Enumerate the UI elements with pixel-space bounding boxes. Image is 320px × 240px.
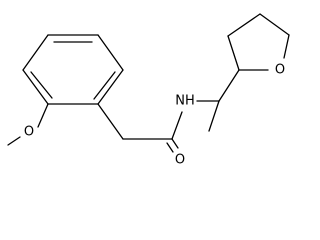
bond <box>218 69 240 102</box>
bond <box>171 138 179 149</box>
bond <box>97 34 124 71</box>
bond <box>22 34 49 71</box>
bond <box>171 111 183 140</box>
methoxy-group: O <box>7 103 49 146</box>
methyl-bond <box>208 100 220 132</box>
bond <box>283 34 290 59</box>
ethyl-branch <box>208 69 240 132</box>
bond <box>259 13 290 36</box>
bond <box>97 103 124 140</box>
tetrahydrofuran-ring: O <box>227 13 290 78</box>
ring-oxygen-label: O <box>275 63 285 78</box>
bond <box>227 13 261 37</box>
carbonyl-oxygen-label: O <box>175 153 185 168</box>
double-bond-inner <box>93 71 116 100</box>
bond <box>97 69 124 105</box>
bond <box>37 103 49 128</box>
benzene-ring <box>22 34 124 105</box>
bond <box>22 69 49 105</box>
amide-nh-label: NH <box>175 94 195 109</box>
double-bond-inner <box>166 142 174 153</box>
double-bond-inner <box>30 71 53 99</box>
acetamide-chain: O NH <box>97 94 220 168</box>
bond <box>227 35 240 71</box>
molecule-structure: O O NH O <box>7 13 290 168</box>
methoxy-oxygen-label: O <box>24 125 34 140</box>
bond <box>7 136 21 146</box>
